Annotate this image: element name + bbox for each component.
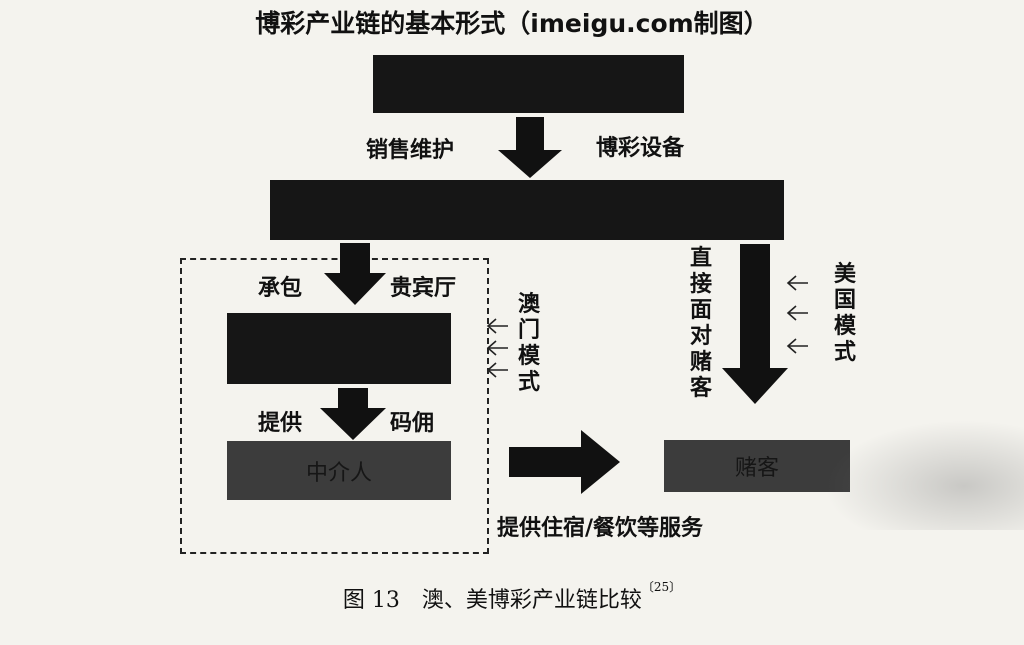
- caption-text: 图 13 澳、美博彩产业链比较: [342, 588, 642, 613]
- arrow-top-down: [498, 117, 562, 178]
- customer-box: 赌客: [664, 440, 850, 492]
- diagram-title: 博彩产业链的基本形式（imeigu.com制图）: [255, 9, 769, 38]
- caption-ref: 〔25〕: [641, 580, 682, 594]
- macau-agent-box: 中介人: [227, 441, 451, 500]
- figure-caption: 图 13 澳、美博彩产业链比较〔25〕: [0, 580, 1024, 614]
- macau-operator-box: [227, 313, 451, 384]
- top-box: [373, 55, 684, 113]
- macau-mode-region: [180, 258, 489, 554]
- macau-pointer-arrows: [486, 318, 508, 378]
- label-direct-face: 直接面对赌客: [689, 246, 712, 401]
- macau-agent-box-text: 中介人: [305, 460, 372, 486]
- label-provide: 提供: [258, 411, 303, 436]
- customer-box-text: 赌客: [734, 456, 779, 481]
- arrow-direct-down: [722, 244, 788, 404]
- label-services: 提供住宿/餐饮等服务: [497, 516, 704, 541]
- label-vip-room: 贵宾厅: [390, 276, 457, 301]
- label-contract: 承包: [258, 276, 303, 301]
- label-macau-mode: 澳门模式: [517, 292, 540, 395]
- label-gaming-equipment: 博彩设备: [596, 136, 685, 161]
- us-pointer-arrows: [786, 275, 808, 354]
- label-us-mode: 美国模式: [833, 262, 856, 365]
- label-sales-maintenance: 销售维护: [366, 138, 455, 163]
- arrow-contract-down: [324, 243, 386, 305]
- label-commission: 码佣: [390, 411, 435, 436]
- arrow-right-services: [509, 430, 620, 494]
- arrow-provide-down: [320, 388, 386, 440]
- scan-smudge: [824, 420, 1024, 530]
- middle-box: [270, 180, 784, 240]
